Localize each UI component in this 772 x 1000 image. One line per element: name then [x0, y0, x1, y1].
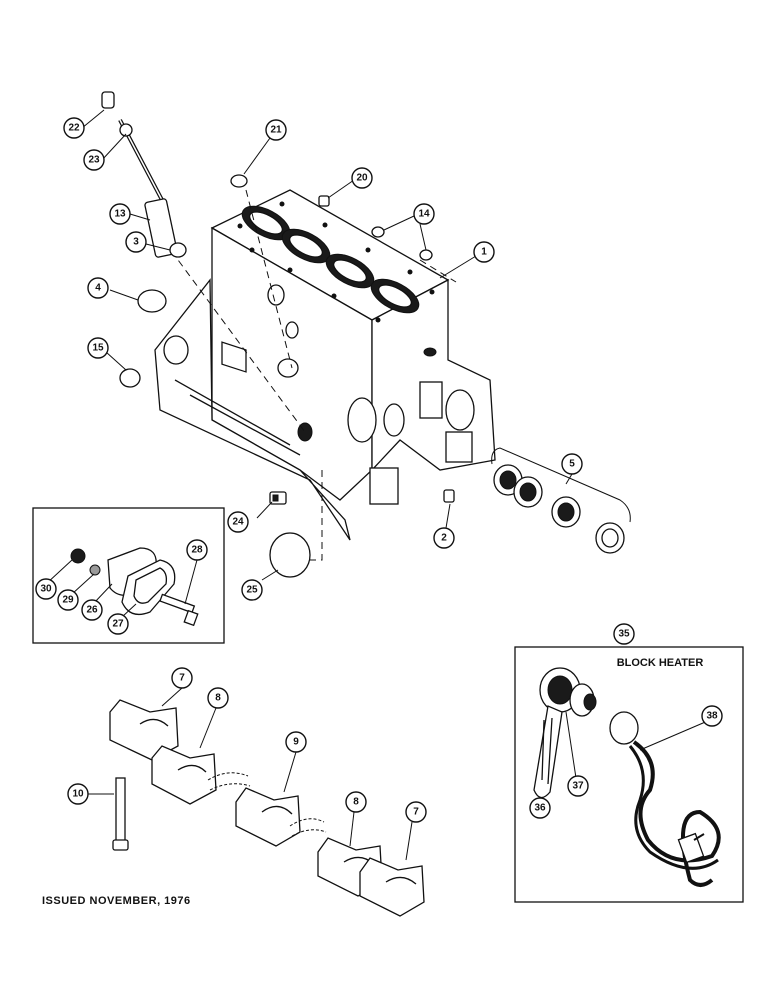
svg-text:2: 2	[441, 533, 447, 544]
callout-26: 26	[81, 599, 103, 621]
callout-15: 15	[87, 337, 109, 359]
svg-text:9: 9	[293, 737, 299, 748]
svg-text:20: 20	[356, 173, 368, 184]
svg-text:14: 14	[418, 209, 430, 220]
leader-lines	[45, 109, 711, 861]
svg-text:23: 23	[88, 155, 100, 166]
block-heater-cord	[609, 711, 721, 887]
callout-36: 36	[529, 797, 551, 819]
callout-8-lower: 8	[345, 791, 367, 813]
svg-text:24: 24	[232, 517, 244, 528]
svg-text:26: 26	[86, 605, 98, 616]
plug-14b	[419, 249, 433, 261]
svg-text:35: 35	[618, 629, 630, 640]
dipstick	[101, 91, 164, 201]
plug-21	[230, 174, 248, 188]
svg-text:21: 21	[270, 125, 282, 136]
issued-date: ISSUED NOVEMBER, 1976	[42, 895, 191, 907]
svg-text:28: 28	[191, 545, 203, 556]
svg-text:8: 8	[215, 693, 221, 704]
plug-3	[169, 242, 187, 258]
callout-35: 35	[613, 623, 635, 645]
plug-2	[443, 489, 455, 503]
callout-5: 5	[561, 453, 583, 475]
callout-7-upper: 7	[171, 667, 193, 689]
dowel-20	[318, 195, 330, 207]
svg-text:38: 38	[706, 711, 718, 722]
svg-text:7: 7	[179, 673, 185, 684]
callout-13: 13	[109, 203, 131, 225]
cam-bearings	[493, 464, 625, 554]
callout-24: 24	[227, 511, 249, 533]
block-heater-element	[533, 667, 597, 799]
svg-text:1: 1	[481, 247, 487, 258]
svg-text:29: 29	[62, 595, 74, 606]
callout-7-lower: 7	[405, 801, 427, 823]
svg-text:10: 10	[72, 789, 84, 800]
plug-15	[119, 368, 141, 388]
svg-text:15: 15	[92, 343, 104, 354]
svg-text:5: 5	[569, 459, 575, 470]
cap-bolt	[112, 777, 129, 851]
fitting-24	[269, 491, 287, 505]
svg-text:3: 3	[133, 237, 139, 248]
callout-30: 30	[35, 578, 57, 600]
callout-10: 10	[67, 783, 89, 805]
svg-text:13: 13	[114, 209, 126, 220]
callout-25: 25	[241, 579, 263, 601]
cylinder-block	[154, 189, 496, 541]
callout-2: 2	[433, 527, 455, 549]
callout-4: 4	[87, 277, 109, 299]
callout-27: 27	[107, 613, 129, 635]
svg-text:30: 30	[40, 584, 52, 595]
main-bearing-caps	[109, 699, 425, 917]
svg-text:25: 25	[246, 585, 258, 596]
callout-22: 22	[63, 117, 85, 139]
svg-text:7: 7	[413, 807, 419, 818]
inset-box-block-heater	[514, 646, 744, 903]
callout-23: 23	[83, 149, 105, 171]
inset-box-left	[32, 507, 225, 644]
callout-14: 14	[413, 203, 435, 225]
bearing-bracket	[491, 447, 631, 523]
callout-3: 3	[125, 231, 147, 253]
callout-37: 37	[567, 775, 589, 797]
svg-text:22: 22	[68, 123, 80, 134]
cover-assembly	[70, 547, 199, 627]
cover-25	[269, 532, 311, 578]
expansion-plug-4	[137, 289, 167, 313]
plug-14a	[371, 226, 385, 238]
svg-text:37: 37	[572, 781, 584, 792]
svg-text:36: 36	[534, 803, 546, 814]
callout-20: 20	[351, 167, 373, 189]
callout-8-upper: 8	[207, 687, 229, 709]
dipstick-tube	[144, 198, 178, 258]
callout-9: 9	[285, 731, 307, 753]
callout-21: 21	[265, 119, 287, 141]
svg-text:27: 27	[112, 619, 124, 630]
callout-38: 38	[701, 705, 723, 727]
svg-text:8: 8	[353, 797, 359, 808]
callout-29: 29	[57, 589, 79, 611]
svg-text:4: 4	[95, 283, 101, 294]
callout-28: 28	[186, 539, 208, 561]
callout-1: 1	[473, 241, 495, 263]
block-heater-title: BLOCK HEATER	[617, 657, 704, 669]
